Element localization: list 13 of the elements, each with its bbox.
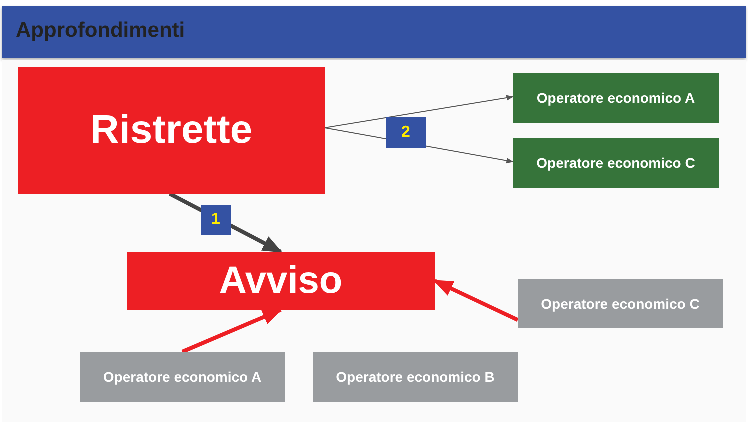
process-box: Operatore economico C (513, 138, 719, 188)
arrow (433, 279, 519, 322)
edge-label: 1 (201, 205, 231, 235)
title: Approfondimenti (16, 19, 186, 43)
edge-label: 2 (386, 117, 426, 148)
process-box: Operatore economico A (513, 73, 719, 123)
arrow (182, 308, 283, 354)
process-box: Avviso (127, 252, 435, 310)
process-box: Operatore economico B (313, 352, 518, 402)
process-box: Operatore economico A (80, 352, 285, 402)
arrow (324, 95, 514, 128)
process-box: Ristrette (18, 67, 325, 194)
process-box: Operatore economico C (518, 279, 723, 328)
